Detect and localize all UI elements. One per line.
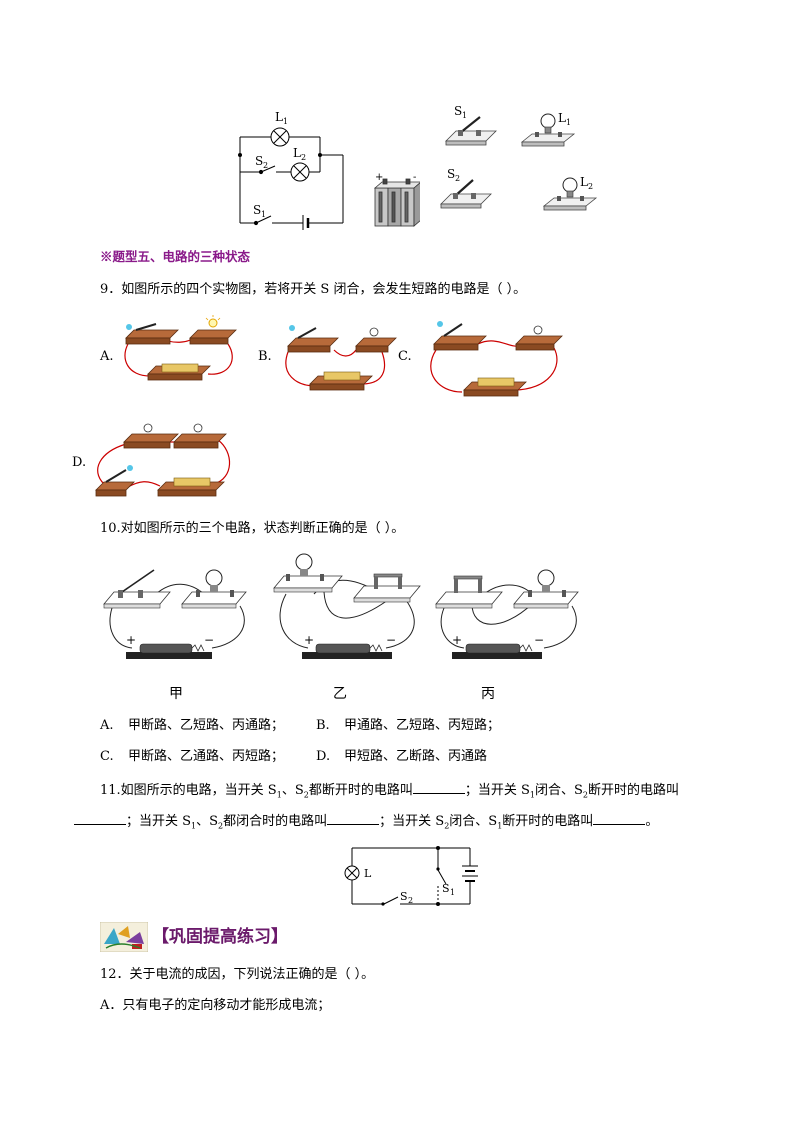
q10-caption-bing: 丙 [481, 686, 495, 702]
physical-switch-s1: S 1 [445, 104, 497, 146]
q9-circuit-d [95, 423, 231, 497]
q9-circuit-a [124, 315, 237, 381]
q10-option-a-text: 甲断路、乙短路、丙通路； [128, 718, 285, 733]
q11-l2-a: ；当开关 S [126, 814, 192, 829]
q10-stem: 10.对如图所示的三个电路，状态判断正确的是（ ）。 [100, 521, 405, 536]
q11-l2-sub4: 1 [497, 821, 503, 831]
q12-stem: 12．关于电流的成因，下列说法正确的是（ ）。 [100, 967, 375, 982]
q10-circuit-bing: + − [435, 569, 579, 659]
q11-l1-c: 都断开时的电路叫 [308, 783, 413, 798]
q11-l2-c: 都闭合时的电路叫 [223, 814, 328, 829]
q9-label-b: B. [258, 349, 272, 364]
q10-option-a-letter: A. [100, 718, 114, 733]
q10-circuit-yi: + − [273, 553, 421, 659]
q11-l1-sub2: 2 [303, 790, 309, 800]
physical-switch-s2: S 2 [440, 167, 492, 209]
q9-stem: 9．如图所示的四个实物图，若将开关 S 闭合，会发生短路的电路是（ ）。 [100, 282, 527, 297]
q11-l2-f: 断开时的电路叫 [502, 814, 594, 829]
label-S2-sub: 2 [263, 161, 268, 170]
q11-line-2: ；当开关 S1、S2都闭合时的电路叫；当开关 S2闭合、S1断开时的电路叫。 [74, 810, 658, 837]
yi-minus: − [386, 633, 396, 647]
physical-s1-label: S [454, 104, 462, 118]
jia-minus: − [204, 633, 214, 647]
physical-l2-label: L [580, 175, 588, 189]
q9-label-d: D. [72, 455, 87, 470]
physical-l1-label: L [558, 111, 566, 125]
q11-label-S1-sub: 1 [450, 888, 455, 897]
q11-l2-end: 。 [645, 814, 659, 829]
physical-s2-sub: 2 [455, 174, 460, 183]
q11-l1-d: ；当开关 S [464, 783, 530, 798]
q10-option-c-text: 甲断路、乙通路、丙短路； [128, 749, 285, 764]
q11-label-S2-sub: 2 [408, 896, 413, 905]
q9-label-c: C. [398, 349, 412, 364]
q11-l2-sub1: 1 [191, 821, 197, 831]
q11-l2-sub3: 2 [444, 821, 450, 831]
q11-blank-2[interactable] [74, 810, 126, 825]
jia-plus: + [126, 633, 136, 647]
section-five-title: ※题型五、电路的三种状态 [100, 249, 251, 264]
q10-circuit-jia: + − [103, 569, 247, 659]
physical-l2-sub: 2 [588, 182, 593, 191]
q10-caption-yi: 乙 [333, 686, 347, 702]
q12-option-a: A．只有电子的定向移动才能形成电流； [100, 998, 331, 1013]
q11-l1-sub1: 1 [276, 790, 282, 800]
top-circuit-diagram: L 1 L 2 S 2 S 1 [238, 110, 344, 230]
consolidation-section-title: 【巩固提高练习】 [152, 927, 288, 947]
q10-option-d-text: 甲短路、乙断路、丙通路 [344, 749, 488, 764]
battery-minus-label: - [413, 172, 416, 183]
q11-l2-e: 闭合、S [449, 814, 498, 829]
physical-l1-sub: 1 [566, 118, 571, 127]
q11-l1-e: 闭合、S [534, 783, 583, 798]
q11-blank-3[interactable] [327, 810, 380, 825]
q11-l1-a: 11.如图所示的电路，当开关 S [100, 783, 277, 798]
q10-option-d-letter: D. [316, 749, 331, 764]
physical-lamp-l2: L 2 [542, 175, 598, 211]
q11-blank-4[interactable] [593, 810, 646, 825]
battery-pack-illustration: + - [373, 172, 420, 227]
q11-l2-b: 、S [196, 814, 219, 829]
q11-blank-1[interactable] [412, 779, 465, 794]
q10-option-c-letter: C. [100, 749, 114, 764]
q11-label-S2: S [400, 890, 408, 903]
label-L2: L [293, 146, 301, 160]
practice-section-icon [100, 922, 148, 952]
bing-minus: − [534, 633, 544, 647]
q11-label-S1: S [442, 882, 450, 895]
label-S1: S [253, 203, 261, 217]
q11-l1-sub3: 1 [529, 790, 535, 800]
yi-plus: + [304, 633, 314, 647]
q11-circuit-diagram: L S 1 S 2 [344, 846, 478, 906]
q9-label-a: A. [100, 349, 114, 364]
physical-s1-sub: 1 [462, 111, 467, 120]
q11-l2-sub2: 2 [218, 821, 224, 831]
label-S2: S [255, 154, 263, 168]
q9-circuit-b [285, 325, 397, 391]
q11-l1-sub4: 2 [582, 790, 588, 800]
q11-line-1: 11.如图所示的电路，当开关 S1、S2都断开时的电路叫；当开关 S1闭合、S2… [100, 779, 679, 806]
physical-s2-label: S [447, 167, 455, 181]
q9-circuit-c [430, 321, 563, 397]
q11-l2-d: ；当开关 S [379, 814, 445, 829]
q11-l1-b: 、S [281, 783, 304, 798]
q10-option-b-letter: B. [316, 718, 330, 733]
label-L2-sub: 2 [301, 153, 306, 162]
label-L1-sub: 1 [283, 117, 288, 126]
bing-plus: + [452, 633, 462, 647]
label-L1: L [275, 110, 283, 124]
q10-option-b-text: 甲通路、乙短路、丙短路； [344, 718, 501, 733]
physical-lamp-l1: L 1 [520, 111, 576, 147]
label-S1-sub: 1 [261, 210, 266, 219]
q10-caption-jia: 甲 [169, 686, 183, 702]
q11-label-L: L [364, 867, 372, 880]
q11-l1-f: 断开时的电路叫 [587, 783, 679, 798]
battery-plus-label: + [375, 172, 383, 183]
